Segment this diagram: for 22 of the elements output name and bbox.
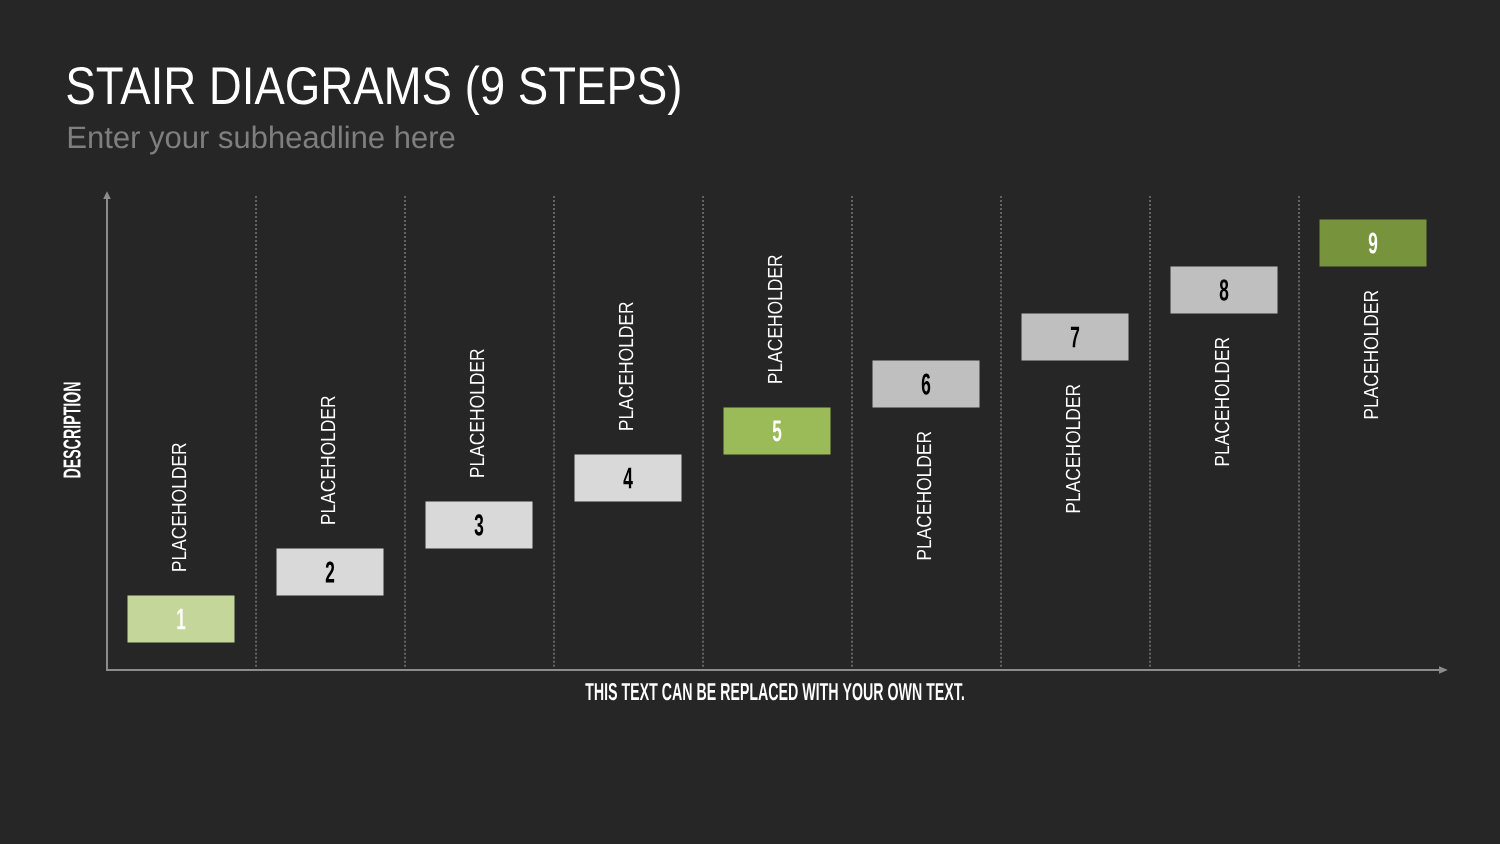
axis-label: THIS TEXT CAN BE REPLACED WITH YOUR OWN TEXT. (585, 682, 964, 701)
title: STAIR DIAGRAMS (9 STEPS) (67, 65, 680, 115)
step-label: PLACEHOLDER (767, 255, 783, 383)
step-label: PLACEHOLDER (320, 396, 336, 524)
subtitle: Enter your subheadline here (68, 125, 455, 155)
step-label: PLACEHOLDER (171, 443, 187, 571)
step-box: 7 (1021, 313, 1129, 361)
step-box: 4 (574, 454, 682, 502)
step-box: 5 (723, 407, 831, 455)
step-box: 9 (1319, 219, 1427, 267)
step-label: PLACEHOLDER (618, 302, 634, 430)
step-label: PLACEHOLDER (1363, 290, 1379, 419)
step-label: PLACEHOLDER (1065, 384, 1081, 513)
step-box: 8 (1170, 266, 1278, 314)
step-box: 6 (872, 360, 980, 408)
step-label: PLACEHOLDER (1214, 337, 1230, 466)
step-box: 3 (425, 501, 533, 549)
step-label: PLACEHOLDER (916, 431, 932, 560)
axis-label: DESCRIPTION (63, 382, 81, 478)
step-box: 1 (127, 595, 235, 643)
step-label: PLACEHOLDER (469, 349, 485, 477)
step-box: 2 (276, 548, 384, 596)
